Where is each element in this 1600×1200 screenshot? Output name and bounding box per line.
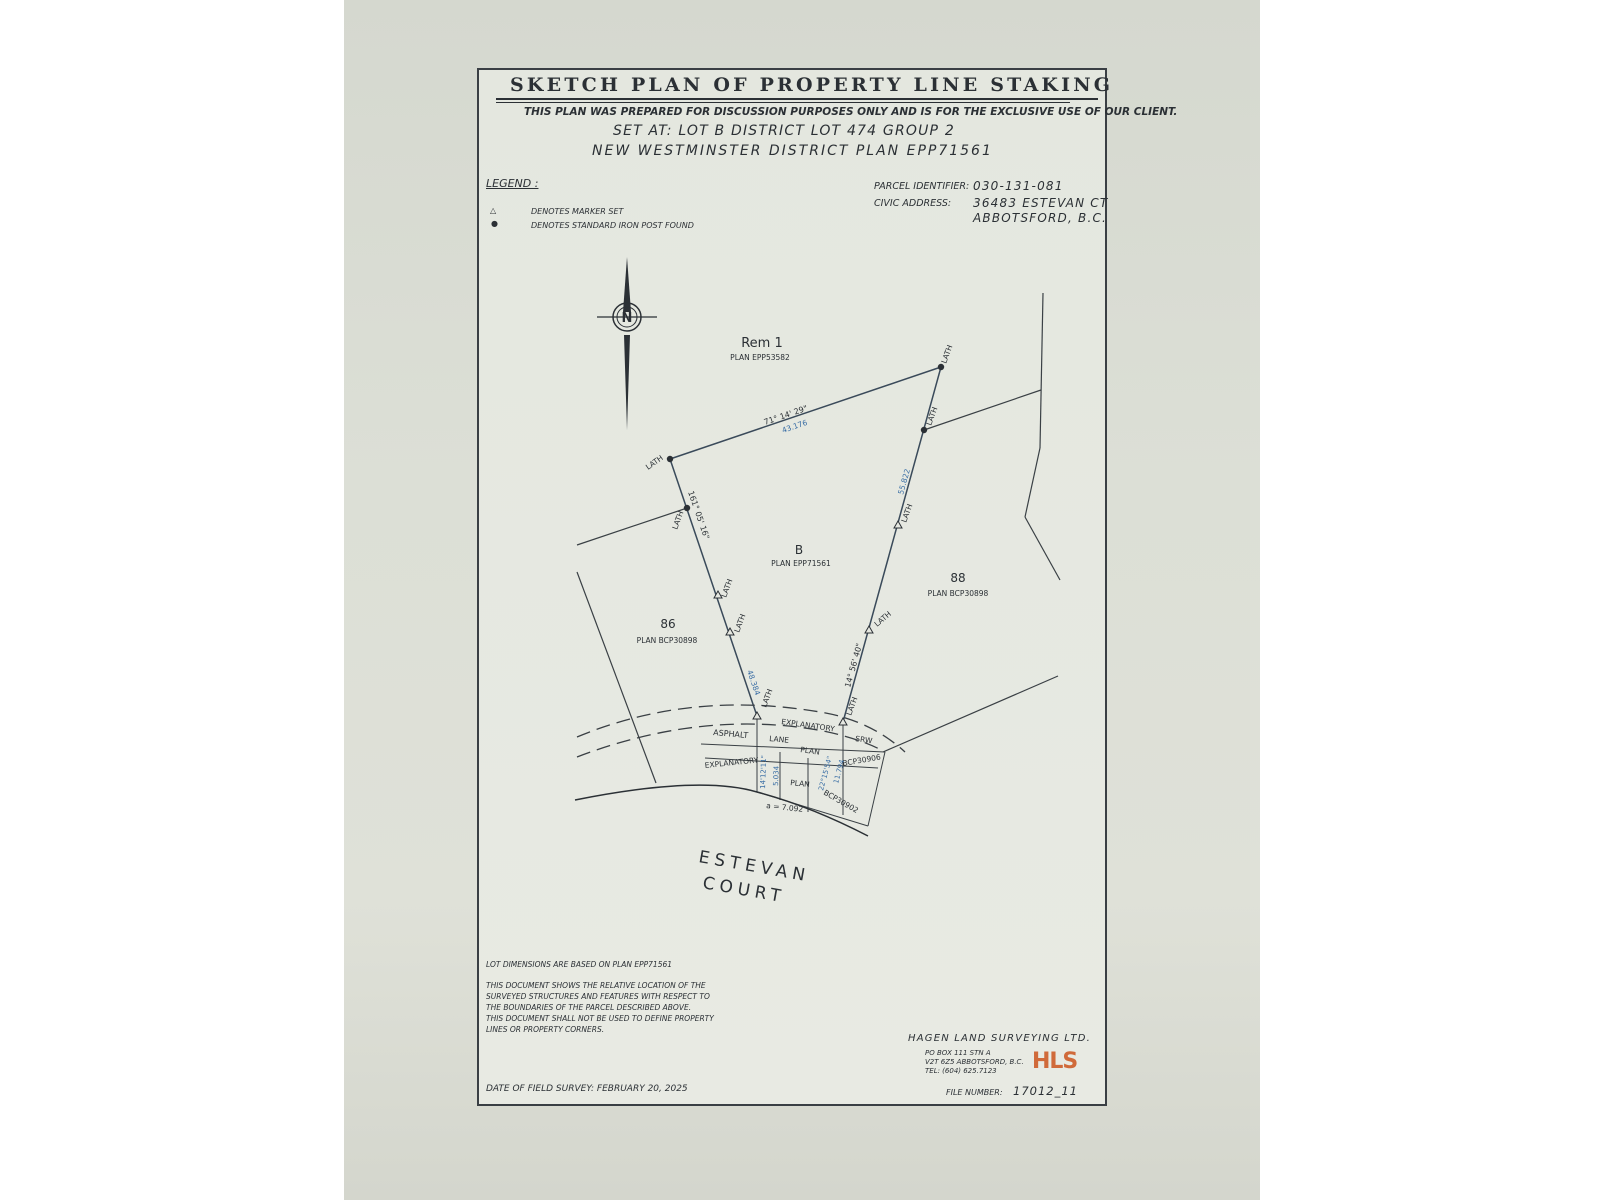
disclaimer: THIS PLAN WAS PREPARED FOR DISCUSSION PU…: [524, 106, 1178, 118]
lot-86-label: 86: [660, 617, 675, 631]
explanatory-label-left: EXPLANATORY: [704, 755, 759, 770]
lot-86-plan-label: PLAN BCP30898: [637, 636, 698, 645]
lot-88-label: 88: [950, 571, 965, 585]
civic-line1: 36483 ESTEVAN CT: [973, 196, 1109, 210]
lath-label: LATH: [732, 613, 747, 634]
lath-label: LATH: [899, 503, 914, 524]
north-label: N: [622, 311, 633, 326]
lath-label: LATH: [924, 406, 939, 427]
note-line2: THIS DOCUMENT SHOWS THE RELATIVE LOCATIO…: [486, 981, 706, 990]
company-name: HAGEN LAND SURVEYING LTD.: [908, 1033, 1091, 1044]
title-rule: [496, 98, 1098, 100]
street-edge: [574, 784, 869, 837]
triangle-icon: [752, 710, 762, 720]
company-address2: V2T 6Z5 ABBOTSFORD, B.C.: [925, 1058, 1024, 1066]
left-bearing: 161° 05' 16": [686, 490, 711, 541]
lot-b-boundary: [669, 366, 942, 723]
district-plan-line: NEW WESTMINSTER DISTRICT PLAN EPP71561: [592, 143, 993, 159]
dot-icon: [937, 363, 945, 371]
legend-heading: LEGEND :: [486, 177, 539, 190]
arc-length: a = 7.092: [766, 801, 804, 814]
company-logo: HLS: [1032, 1049, 1078, 1074]
note-line3: SURVEYED STRUCTURES AND FEATURES WITH RE…: [486, 992, 710, 1001]
triangle-icon: [838, 716, 848, 726]
pid-label: PARCEL IDENTIFIER:: [874, 181, 970, 192]
triangle-icon: △: [490, 206, 497, 215]
plan-word-bottom: PLAN: [790, 778, 810, 789]
dim-angle-left: 14'12'11": [759, 755, 768, 789]
lath-label: LATH: [644, 453, 665, 471]
plan-title: SKETCH PLAN OF PROPERTY LINE STAKING: [510, 74, 1114, 96]
neighbour-lines: [576, 292, 1061, 784]
lath-label: LATH: [844, 696, 859, 717]
dim-11794: 11.794: [832, 758, 846, 784]
note-line4: THE BOUNDARIES OF THE PARCEL DESCRIBED A…: [486, 1003, 692, 1012]
note-line6: LINES OR PROPERTY CORNERS.: [486, 1025, 605, 1034]
triangle-icon: [893, 519, 903, 529]
company-phone: TEL: (604) 625.7123: [925, 1067, 997, 1075]
bcp30906-label: BCP30906: [842, 752, 882, 768]
lane-label: LANE: [769, 734, 790, 745]
lane-edges: [576, 704, 906, 758]
company-address1: PO BOX 111 STN A: [925, 1049, 991, 1057]
asphalt-label: ASPHALT: [713, 728, 749, 740]
lath-label: LATH: [873, 609, 893, 628]
triangle-icon: [864, 624, 874, 634]
rem-lot-label: Rem 1: [741, 336, 783, 351]
lath-label: LATH: [719, 578, 734, 599]
dot-icon: [683, 504, 691, 512]
civic-label: CIVIC ADDRESS:: [874, 198, 952, 209]
lot-88-plan-label: PLAN BCP30898: [928, 589, 989, 598]
lot-b-plan-label: PLAN EPP71561: [771, 559, 831, 568]
srw-label: SRW: [855, 734, 874, 745]
rem-plan-label: PLAN EPP53582: [730, 353, 790, 362]
set-at-line: SET AT: LOT B DISTRICT LOT 474 GROUP 2: [613, 123, 955, 139]
dot-icon: ●: [491, 219, 498, 228]
plan-word-top: PLAN: [800, 745, 821, 757]
legend-marker-set: DENOTES MARKER SET: [531, 207, 624, 216]
explanatory-label-top: EXPLANATORY: [781, 717, 836, 733]
lot-b-label: B: [795, 543, 803, 557]
title-rule-thin: [496, 102, 1070, 103]
north-arrow-icon: N: [597, 257, 657, 430]
file-number-label: FILE NUMBER:: [946, 1088, 1003, 1097]
lath-label: LATH: [939, 344, 954, 365]
field-survey-date: DATE OF FIELD SURVEY: FEBRUARY 20, 2025: [486, 1084, 688, 1094]
markers-set: [713, 519, 903, 726]
explanatory-plan-grid: [700, 716, 886, 827]
bcp30902-label: BCP30902: [822, 788, 860, 815]
triangle-icon: [713, 589, 723, 599]
legend-iron-post: DENOTES STANDARD IRON POST FOUND: [531, 221, 694, 230]
left-distance: 48.384: [745, 669, 762, 697]
iron-posts: [666, 363, 945, 512]
civic-line2: ABBOTSFORD, B.C.: [973, 211, 1108, 225]
pid-value: 030-131-081: [973, 179, 1064, 193]
note-line1: LOT DIMENSIONS ARE BASED ON PLAN EPP7156…: [486, 960, 673, 969]
dim-angle-right: 22°15'54": [817, 755, 834, 791]
right-bearing: 14° 56' 40": [843, 642, 864, 688]
dot-icon: [666, 455, 674, 463]
dim-5034: 5.034: [772, 765, 781, 786]
note-line5: THIS DOCUMENT SHALL NOT BE USED TO DEFIN…: [486, 1014, 714, 1023]
dot-icon: [920, 426, 928, 434]
triangle-icon: [725, 626, 735, 636]
file-number-value: 17012_11: [1013, 1084, 1078, 1098]
